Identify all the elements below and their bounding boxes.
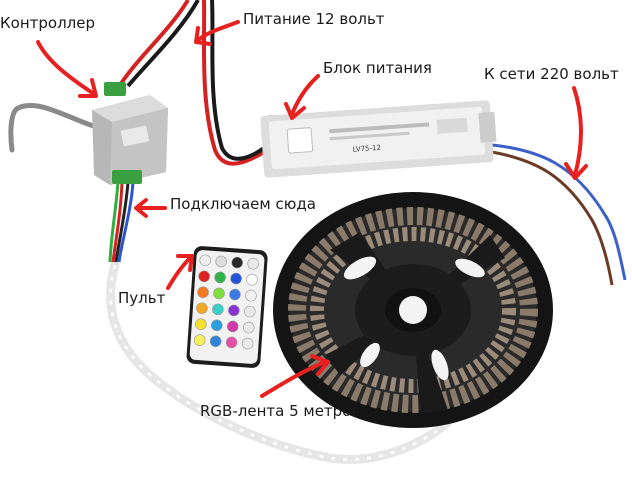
label-power-supply: Блок питания	[323, 59, 432, 77]
remote-button	[212, 303, 224, 316]
remote-button	[228, 304, 240, 317]
remote-button	[241, 337, 254, 350]
remote-button	[229, 288, 241, 301]
label-power-12v: Питание 12 вольт	[243, 10, 385, 28]
mains-wires	[491, 143, 627, 286]
remote-button	[196, 302, 208, 315]
remote-button	[246, 273, 258, 286]
loose-strip	[106, 260, 455, 464]
label-connect-here: Подключаем сюда	[170, 195, 316, 213]
power-supply: LV75-12	[260, 100, 497, 178]
remote-button	[214, 271, 226, 284]
remote-button	[197, 286, 209, 299]
remote-button	[225, 336, 238, 349]
remote-button	[193, 334, 206, 346]
remote-button	[213, 287, 225, 300]
remote-button	[242, 321, 255, 334]
remote-button	[209, 335, 222, 348]
remote-button	[247, 257, 259, 270]
label-mains-220v: К сети 220 вольт	[484, 65, 619, 83]
controller-box	[92, 82, 168, 185]
remote-button	[199, 254, 212, 267]
remote-button	[198, 270, 210, 283]
rgb-wires	[108, 181, 135, 263]
remote-button	[226, 320, 239, 333]
annotation-arrows	[36, 20, 588, 398]
remote-control	[186, 246, 268, 368]
remote-button	[210, 319, 223, 332]
strip-reel	[273, 192, 553, 428]
psu-model-text: LV75-12	[352, 144, 381, 154]
remote-button	[195, 318, 207, 331]
controller-antenna	[8, 102, 103, 153]
remote-button	[230, 272, 242, 285]
label-rgb-strip: RGB-лента 5 метров	[200, 402, 361, 420]
remote-button	[244, 305, 256, 318]
remote-button	[215, 255, 228, 268]
remote-button	[245, 289, 257, 302]
label-controller: Контроллер	[0, 14, 95, 32]
power-wires-top	[118, 0, 200, 88]
label-remote: Пульт	[118, 289, 166, 307]
remote-button-grid	[193, 254, 259, 350]
remote-button	[231, 256, 243, 269]
